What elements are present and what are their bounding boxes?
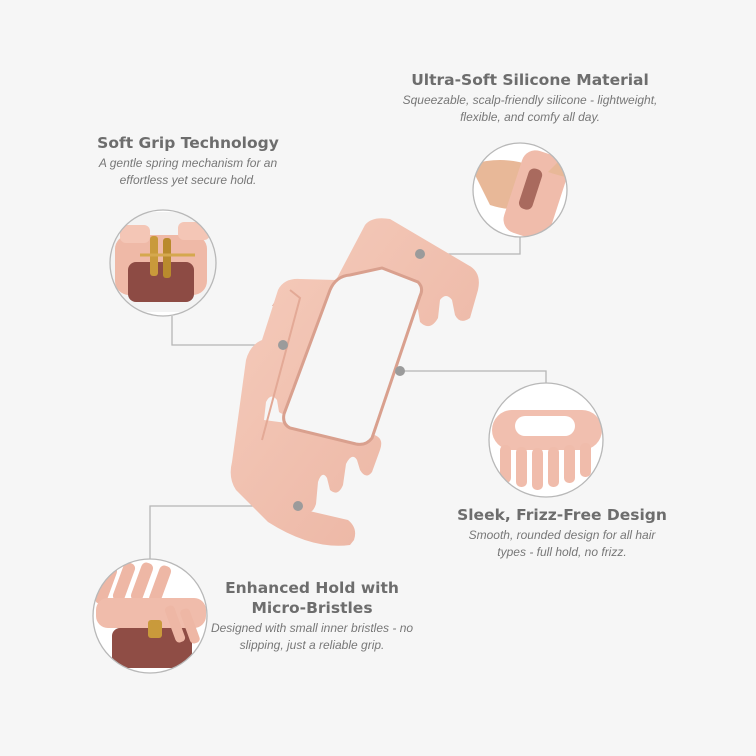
hair-clip-illustration bbox=[230, 218, 479, 546]
micro-bristles-icon bbox=[92, 558, 208, 674]
feature-description: A gentle spring mechanism for an effortl… bbox=[98, 156, 278, 187]
feature-enhanced-hold: Enhanced Hold with Micro-Bristles Design… bbox=[205, 578, 419, 654]
clip-teeth-icon bbox=[488, 382, 604, 498]
feature-title: Sleek, Frizz-Free Design bbox=[457, 506, 667, 524]
feature-title: Enhanced Hold with Micro-Bristles bbox=[225, 579, 399, 617]
callout-lines bbox=[149, 237, 547, 559]
callout-dots bbox=[278, 249, 425, 511]
spring-mechanism-icon bbox=[109, 209, 217, 317]
feature-soft-grip: Soft Grip Technology A gentle spring mec… bbox=[60, 133, 316, 189]
feature-description: Designed with small inner bristles - no … bbox=[210, 621, 414, 652]
feature-ultra-soft: Ultra-Soft Silicone Material Squeezable,… bbox=[400, 70, 660, 126]
feature-description: Smooth, rounded design for all hair type… bbox=[468, 528, 656, 559]
feature-title: Ultra-Soft Silicone Material bbox=[411, 71, 649, 89]
feature-sleek-design: Sleek, Frizz-Free Design Smooth, rounded… bbox=[446, 505, 678, 561]
feature-description: Squeezable, scalp-friendly silicone - li… bbox=[402, 93, 658, 124]
feature-title: Soft Grip Technology bbox=[97, 134, 279, 152]
hand-squeeze-icon bbox=[472, 142, 568, 238]
